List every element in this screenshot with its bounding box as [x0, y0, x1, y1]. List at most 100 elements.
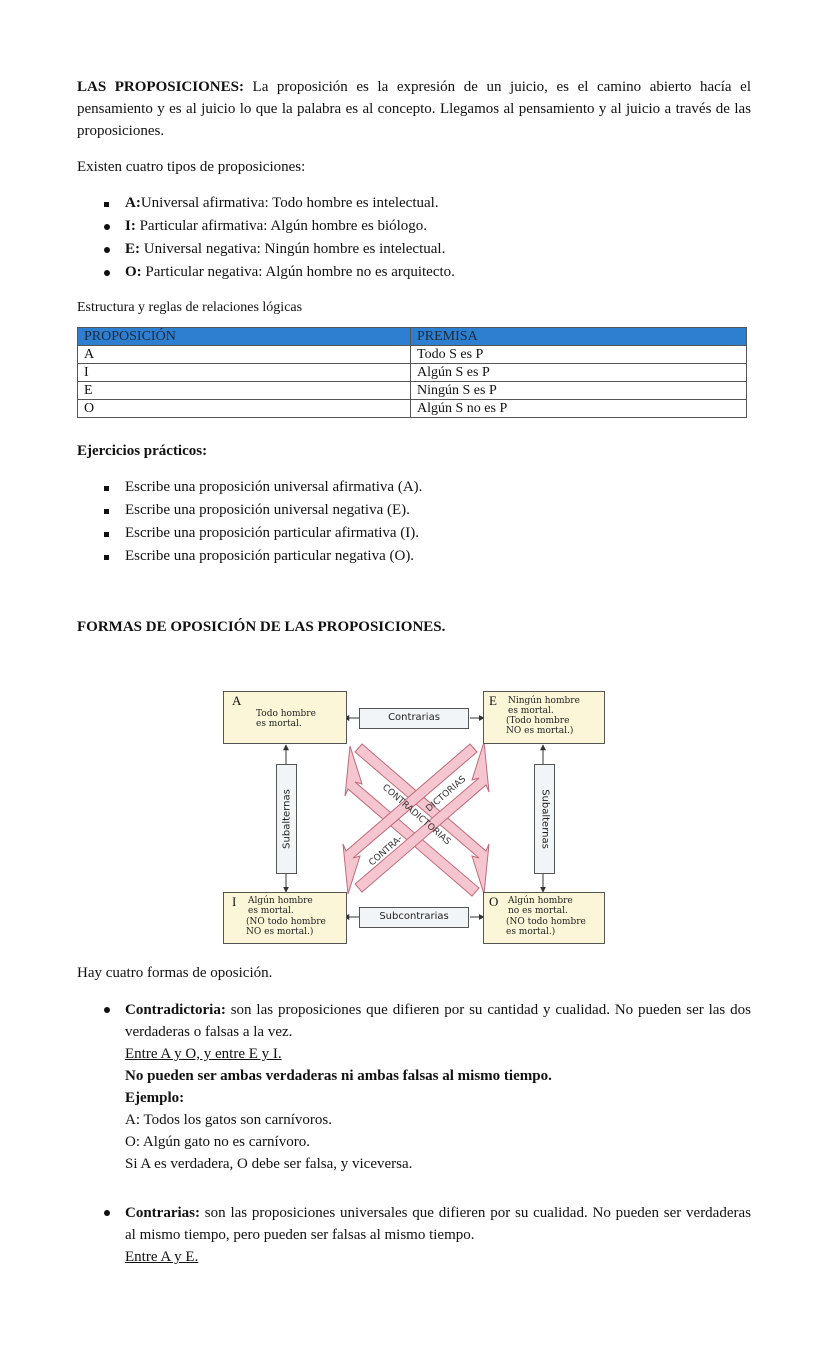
type-text: Universal afirmativa: Todo hombre es int… — [140, 195, 439, 211]
proposition-i-box: I Algún hombre es mortal. (NO todo hombr… — [223, 892, 347, 944]
example-label: Ejemplo: — [125, 1087, 751, 1109]
list-item: I: Particular afirmativa: Algún hombre e… — [77, 215, 751, 238]
types-list: A:Universal afirmativa: Todo hombre es i… — [77, 192, 751, 284]
type-key: I: — [125, 218, 136, 234]
subalternas-right-text: Subalternas — [539, 789, 550, 849]
proposition-line: es mortal. — [508, 706, 554, 716]
type-key: A: — [125, 195, 141, 211]
proposition-line: NO es mortal.) — [246, 927, 314, 937]
proposition-line: NO es mortal.) — [506, 726, 574, 736]
exercises-title: Ejercicios prácticos: — [77, 440, 751, 462]
contradictoria-rule: No pueden ser ambas verdaderas ni ambas … — [125, 1065, 751, 1087]
table-caption: Estructura y reglas de relaciones lógica… — [77, 300, 303, 315]
example-label-text: Ejemplo: — [125, 1090, 185, 1106]
contradictoria-between: Entre A y O, y entre E y I. — [125, 1046, 282, 1062]
contrarias-definition: Contrarias: son las proposiciones univer… — [125, 1202, 751, 1246]
type-key: E: — [125, 241, 140, 257]
type-text: Universal negativa: Ningún hombre es int… — [140, 241, 446, 257]
square-bullet-icon — [104, 476, 109, 499]
contradictoria-content: Contradictoria: son las proposiciones qu… — [125, 999, 751, 1175]
exercise-text: Escribe una proposición particular afirm… — [125, 525, 420, 541]
proposition-line: es mortal. — [256, 719, 302, 729]
table-cell: I — [77, 363, 411, 382]
type-key: O: — [125, 264, 142, 280]
contradictoria-text: son las proposiciones que difieren por s… — [125, 1002, 751, 1040]
subcontrarias-label: Subcontrarias — [359, 907, 469, 928]
contradictoria-term: Contradictoria: — [125, 1002, 226, 1018]
opposition-lead: Hay cuatro formas de oposición. — [77, 965, 273, 981]
example-line: A: Todos los gatos son carnívoros. — [125, 1112, 332, 1128]
square-bullet-icon — [104, 545, 109, 568]
subalternas-left-text: Subalternas — [281, 789, 292, 849]
proposition-letter: O — [489, 894, 499, 909]
exercise-text: Escribe una proposición universal afirma… — [125, 479, 423, 495]
exercise-text: Escribe una proposición particular negat… — [125, 548, 415, 564]
contrarias-item: Contrarias: son las proposiciones univer… — [77, 1202, 751, 1268]
diagram-lines: CONTRADICTORIAS CONTRA- DICTORIAS — [283, 715, 546, 920]
contradictoria-definition: Contradictoria: son las proposiciones qu… — [125, 999, 751, 1043]
contrarias-term: Contrarias: — [125, 1205, 200, 1221]
table-cell: Algún S es P — [410, 363, 747, 382]
intro-paragraph: LAS PROPOSICIONES: La proposición es la … — [77, 76, 751, 142]
list-item: Escribe una proposición particular afirm… — [77, 522, 751, 545]
contradictoria-item: Contradictoria: son las proposiciones qu… — [77, 999, 751, 1175]
contradictory-arrow-1 — [344, 743, 490, 897]
section-title-text: FORMAS DE OPOSICIÓN DE LAS PROPOSICIONES… — [77, 619, 446, 635]
example-line: Si A es verdadera, O debe ser falsa, y v… — [125, 1156, 413, 1172]
example-line: O: Algún gato no es carnívoro. — [125, 1134, 310, 1150]
contradictoria-rule-text: No pueden ser ambas verdaderas ni ambas … — [125, 1068, 552, 1084]
proposition-line: Algún hombre — [248, 896, 313, 906]
table-header: PREMISA — [410, 327, 747, 346]
square-bullet-icon — [104, 499, 109, 522]
subalternas-left-label: Subalternas — [276, 764, 297, 874]
table-cell: O — [77, 399, 411, 418]
proposition-e-box: E Ningún hombre es mortal. (Todo hombre … — [483, 691, 605, 744]
contradictory-arrow-2 — [342, 741, 490, 895]
contrarias-between: Entre A y E. — [125, 1249, 199, 1265]
types-lead: Existen cuatro tipos de proposiciones: — [77, 159, 306, 175]
section-title: FORMAS DE OPOSICIÓN DE LAS PROPOSICIONES… — [77, 616, 751, 638]
dot-bullet-icon — [104, 215, 110, 238]
table-header-row: PROPOSICIÓN PREMISA — [77, 327, 747, 346]
exercise-text: Escribe una proposición universal negati… — [125, 502, 410, 518]
contrarias-content: Contrarias: son las proposiciones univer… — [125, 1202, 751, 1268]
proposition-line: (NO todo hombre — [506, 917, 586, 927]
intro-text: La proposición es la expresión de un jui… — [77, 79, 751, 139]
exercises-title-text: Ejercicios prácticos: — [77, 443, 208, 459]
dot-bullet-icon — [104, 261, 110, 284]
table-header: PROPOSICIÓN — [77, 327, 411, 346]
list-item: Escribe una proposición universal negati… — [77, 499, 751, 522]
type-text: Particular afirmativa: Algún hombre es b… — [135, 218, 428, 234]
proposition-letter: E — [489, 693, 497, 708]
proposition-line: es mortal. — [248, 906, 294, 916]
table-cell: Ningún S es P — [410, 381, 747, 400]
proposition-line: (NO todo hombre — [246, 917, 326, 927]
list-item: O: Particular negativa: Algún hombre no … — [77, 261, 751, 284]
dot-bullet-icon — [104, 238, 110, 261]
contrarias-text: son las proposiciones universales que di… — [125, 1205, 751, 1243]
proposition-line: es mortal.) — [506, 927, 556, 937]
proposition-line: (Todo hombre — [506, 716, 570, 726]
square-bullet-icon — [104, 192, 109, 215]
proposition-line: no es mortal. — [508, 906, 568, 916]
type-text: Particular negativa: Algún hombre no es … — [141, 264, 455, 280]
square-bullet-icon — [104, 522, 109, 545]
list-item: Escribe una proposición universal afirma… — [77, 476, 751, 499]
table-cell: E — [77, 381, 411, 400]
proposition-a-box: A Todo hombre es mortal. — [223, 691, 347, 744]
list-item: A:Universal afirmativa: Todo hombre es i… — [77, 192, 751, 215]
proposition-line: Ningún hombre — [508, 696, 580, 706]
table-cell: Algún S no es P — [410, 399, 747, 418]
proposition-line: Algún hombre — [508, 896, 573, 906]
list-item: Escribe una proposición particular negat… — [77, 545, 751, 568]
exercises-list: Escribe una proposición universal afirma… — [77, 476, 751, 568]
contrarias-label: Contrarias — [359, 708, 469, 729]
dot-bullet-icon — [104, 1202, 110, 1221]
